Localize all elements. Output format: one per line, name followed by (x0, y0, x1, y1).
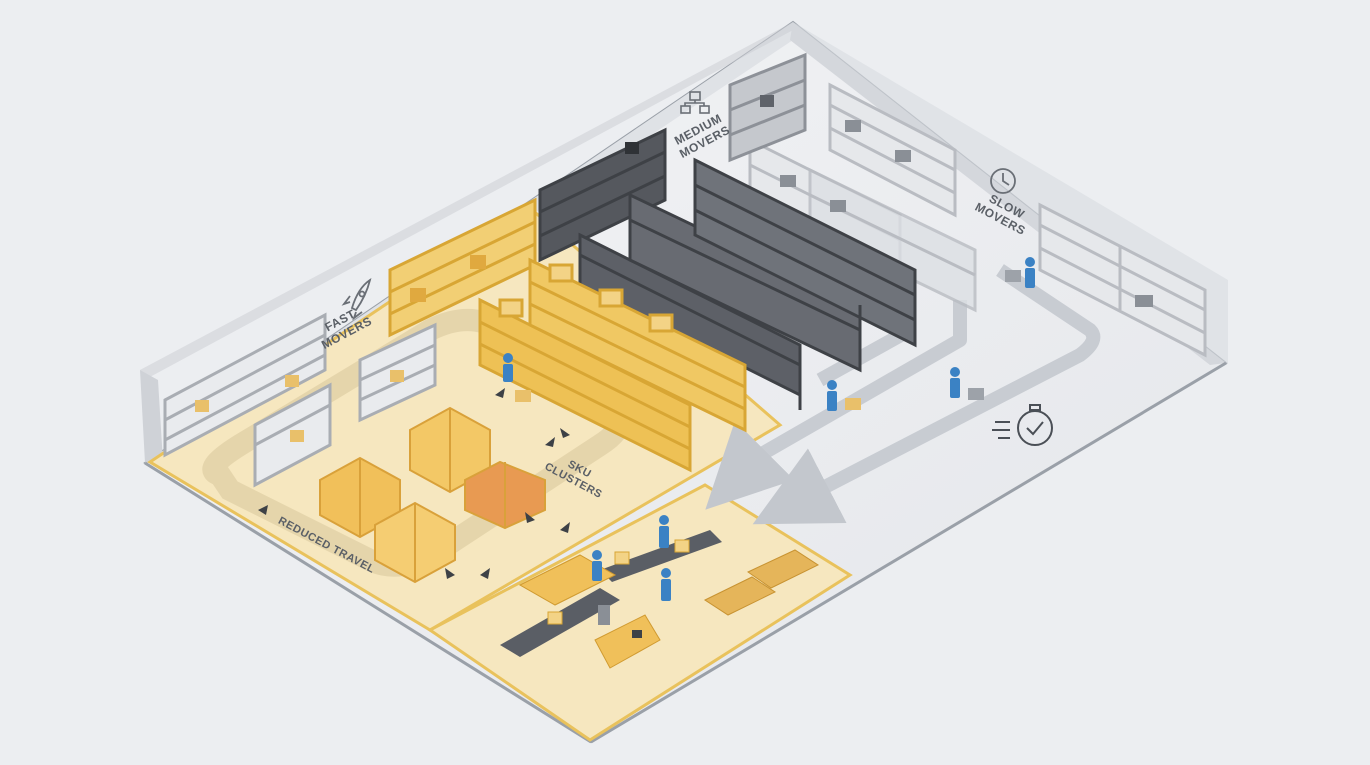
rocket-icon (341, 277, 372, 321)
packing-zone (427, 483, 853, 742)
stopwatch-check-icon (992, 404, 1053, 446)
clock-icon (990, 168, 1016, 194)
flow-arrows (705, 264, 1101, 525)
sku-cluster-blocks (319, 406, 546, 584)
worker-center-path (950, 367, 984, 400)
hierarchy-icon (680, 91, 710, 114)
workers (503, 257, 1035, 601)
fast-movers-shelves (163, 197, 747, 488)
worker-fast-zone (503, 353, 531, 402)
worker-packer-3 (661, 568, 671, 601)
worker-medium-zone (827, 380, 861, 411)
medium-movers-shelves (538, 52, 917, 410)
packing-station (500, 530, 820, 669)
cluster-direction-arrows (258, 388, 570, 579)
worker-packer-1 (592, 550, 602, 581)
worker-packer-2 (659, 515, 669, 548)
worker-slow-zone (1005, 257, 1035, 288)
